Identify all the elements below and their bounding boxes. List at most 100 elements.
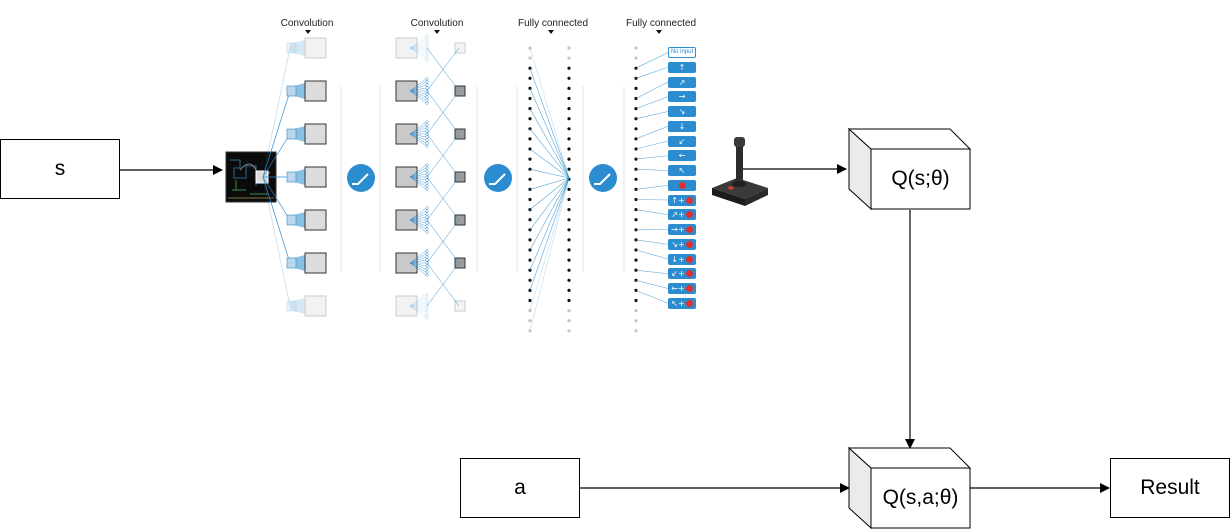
arrow-left-action-button: ←: [668, 150, 696, 162]
conv2-kernel-node: [425, 209, 429, 213]
arrow-left-icon: ←: [678, 151, 686, 161]
conv2-kernel-node: [425, 49, 429, 53]
fc1-connection: [529, 128, 570, 179]
fc1-connection: [529, 177, 570, 271]
conv2-kernel-node: [425, 135, 429, 139]
fire-button-icon: [685, 270, 693, 278]
conv2-cross-link: [426, 47, 460, 92]
conv2-kernel-line: [409, 253, 427, 264]
fc2-neuron: [634, 309, 638, 313]
conv1-connection: [262, 133, 291, 178]
fc1-neuron: [528, 298, 532, 303]
conv2-kernel-line: [409, 216, 427, 221]
fc2-to-action-line: [635, 81, 669, 99]
arrow-up-left-icon: ↖: [678, 166, 686, 175]
none-action-button: No input: [668, 47, 696, 58]
fc2-to-action-line: [635, 96, 669, 109]
conv2-kernel-line: [409, 176, 427, 181]
conv2-kernel-node: [425, 169, 429, 173]
arrow-up-left-fire-icon: ↖+: [671, 298, 685, 308]
fire-button-icon: [685, 211, 693, 219]
conv2-input-map: [395, 295, 418, 317]
conv2-output-unit: [454, 171, 466, 183]
arrow-right-fire-action-button: →+: [668, 224, 696, 235]
arrow-down-right-fire-action-button: ↘+: [668, 238, 696, 250]
fire-button-icon: [685, 196, 693, 204]
conv2-kernel-node: [425, 181, 429, 185]
network-layers: [262, 30, 669, 333]
conv2-cross-link: [426, 262, 460, 307]
fc2-neuron: [634, 258, 638, 262]
conv1-connection: [262, 47, 291, 178]
conv2-kernel-line: [409, 170, 427, 178]
fc2-neuron: [634, 218, 638, 222]
arrow-up-right-fire-icon: ↗+: [671, 210, 685, 220]
conv2-kernel-line: [409, 90, 427, 104]
conv2-kernel-node: [425, 172, 429, 176]
conv1-feature-map: [304, 123, 327, 145]
conv2-kernel-node: [425, 184, 429, 188]
conv2-kernel-node: [425, 212, 429, 216]
arrow-up-fire-icon: ↑+: [671, 195, 685, 205]
fc2-to-action-line: [635, 269, 669, 275]
conv2-kernel-node: [425, 270, 429, 274]
fc1b-neuron: [567, 278, 571, 282]
conv1-patch: [286, 257, 297, 269]
q-state-cube: [847, 127, 972, 211]
conv2-kernel-line: [409, 219, 427, 233]
conv1-patch: [286, 214, 297, 226]
fc1-connection: [529, 177, 570, 311]
fc1-neuron: [528, 167, 532, 171]
relu-icon-1: [347, 164, 375, 192]
fc2-neuron: [634, 127, 638, 131]
arrow-left-fire-icon: ←+: [671, 284, 685, 293]
fc1b-neuron: [567, 107, 571, 111]
conv2-kernel-node: [425, 43, 429, 47]
arrow-right-icon: →: [678, 92, 686, 102]
fire-action-button: [668, 179, 696, 191]
conv1-connection: [262, 90, 291, 178]
conv1-kernel: [290, 298, 305, 314]
conv2-kernel-line: [409, 164, 427, 178]
conv2-kernel-line: [409, 167, 427, 178]
fc1-neuron: [528, 329, 532, 333]
conv2-kernel-node: [425, 92, 429, 96]
conv2-output-unit: [454, 42, 466, 54]
conv2-kernel-line: [409, 81, 427, 92]
relu-icon-2: [484, 164, 512, 192]
conv2-kernel-node: [425, 310, 429, 314]
conv2-kernel-node: [425, 98, 429, 102]
arrow-down-left-fire-icon: ↙+: [671, 269, 685, 279]
conv2-kernel-line: [409, 296, 427, 307]
conv2-kernel-node: [425, 144, 429, 148]
arrow-right-fire-icon: →+: [671, 225, 685, 234]
conv2-kernel-line: [409, 176, 427, 184]
fc1b-neuron: [567, 86, 571, 90]
arrow-down-action-button: ↓: [668, 120, 696, 132]
conv2-kernel-node: [425, 55, 429, 59]
arrow-down-left-fire-action-button: ↙+: [668, 268, 696, 280]
conv1-feature-map: [304, 209, 327, 231]
conv2-kernel-line: [409, 78, 427, 92]
fc1b-neuron: [567, 66, 571, 70]
conv2-cross-link: [426, 133, 460, 178]
conv2-kernel-node: [425, 313, 429, 317]
conv2-kernel-line: [409, 84, 427, 92]
conv1-feature-map: [304, 295, 327, 317]
conv2-kernel-line: [409, 302, 427, 307]
conv2-kernel-node: [425, 307, 429, 311]
conv2-kernel-line: [409, 133, 427, 147]
fc1-neuron: [528, 309, 532, 313]
arrow-down-left-icon: ↙: [678, 136, 686, 146]
conv2-kernel-node: [425, 123, 429, 127]
conv2-kernel-node: [425, 252, 429, 256]
layer-title-fc2: Fully connected: [625, 18, 697, 29]
fc2-to-action-line: [635, 184, 669, 190]
conv2-output-unit: [454, 128, 466, 140]
fc2-neuron: [634, 167, 638, 171]
fc1-neuron: [528, 96, 532, 101]
conv2-kernel-node: [425, 301, 429, 305]
conv2-kernel-node: [425, 166, 429, 170]
conv2-kernel-node: [425, 46, 429, 50]
